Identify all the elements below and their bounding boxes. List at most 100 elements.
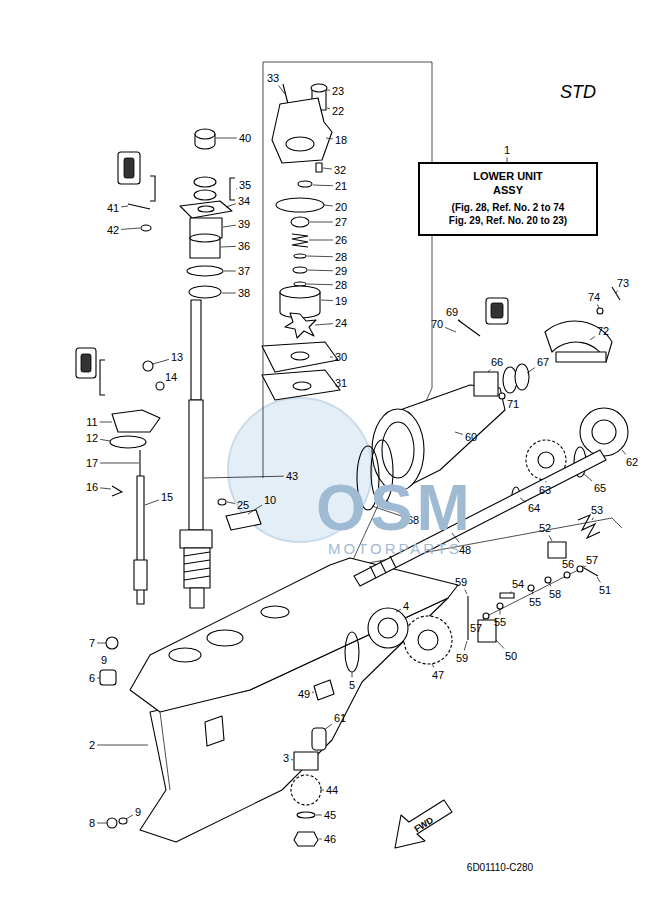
box-heading: LOWER UNIT ASSY [468, 169, 548, 198]
washer [294, 254, 306, 258]
leader-line [279, 86, 285, 95]
ball [545, 577, 551, 583]
leader-line [307, 284, 333, 286]
callout-number: 1 [504, 145, 510, 156]
leader-line [622, 450, 626, 455]
callout-number: 70 [431, 319, 443, 330]
leader-line [321, 300, 333, 302]
leader-line [597, 577, 600, 583]
dog-clutch [548, 542, 566, 558]
clip [112, 486, 122, 496]
grommet [100, 670, 116, 685]
bolt [128, 204, 150, 209]
leader-line [319, 839, 322, 840]
impeller [285, 313, 316, 338]
taper-bearing [368, 608, 408, 648]
grease-icon [76, 348, 96, 378]
callout-number: 28 [335, 252, 347, 263]
grommet [311, 84, 327, 92]
leader-line [582, 566, 584, 567]
drive-shaft [189, 400, 203, 530]
bolt [156, 382, 164, 390]
washer [141, 225, 151, 231]
callout-number: 3 [283, 753, 289, 764]
outer-plate [262, 342, 338, 372]
leader-line [510, 592, 511, 594]
callout-number: 67 [537, 357, 549, 368]
washer [294, 282, 306, 286]
callout-number: 35 [239, 180, 251, 191]
callout-number: 2 [89, 740, 95, 751]
o-ring [298, 181, 312, 187]
needle-bearing [294, 752, 318, 770]
box-note: (Fig. 28, Ref. No. 2 to 74 Fig. 29, Ref.… [446, 201, 571, 228]
grease-nipple [499, 393, 505, 399]
washer [119, 818, 127, 824]
callout-number: 54 [512, 579, 524, 590]
spring [528, 585, 534, 591]
leader-line [327, 108, 330, 110]
shim [187, 266, 223, 276]
drive-shaft-spline [191, 300, 201, 400]
spline [184, 552, 210, 580]
leader-line [310, 222, 333, 223]
callout-number: 8 [89, 818, 95, 829]
callout-number: 39 [238, 219, 250, 230]
callout-number: 58 [549, 589, 561, 600]
assembly-box: LOWER UNIT ASSY (Fig. 28, Ref. No. 2 to 7… [418, 162, 598, 236]
callout-number: 50 [505, 651, 517, 662]
leader-line [326, 138, 333, 140]
leader-line [100, 422, 112, 423]
watermark: MOTORPARTS [328, 541, 462, 556]
leader-line [204, 476, 284, 478]
leader-line [126, 815, 133, 819]
washer [597, 308, 603, 314]
gearcase-deck [130, 558, 458, 712]
bushing [312, 728, 326, 750]
callout-number: 62 [626, 457, 638, 468]
leader-line [432, 664, 434, 668]
leader-line [323, 168, 332, 169]
callout-number: 43 [286, 471, 298, 482]
leader-line [459, 320, 462, 324]
forward-gear [404, 616, 452, 664]
leader-line [313, 185, 333, 187]
pump-bore [286, 137, 314, 151]
leader-line [145, 500, 159, 505]
callout-number: 25 [237, 500, 249, 511]
callout-number: 47 [432, 670, 444, 681]
pad [226, 510, 261, 530]
axis-line [485, 566, 586, 617]
callout-number: 17 [86, 458, 98, 469]
leader-line [222, 293, 236, 294]
leader-line [100, 488, 111, 489]
shim [345, 632, 359, 672]
callout-number: 12 [86, 433, 98, 444]
leader-line [549, 583, 551, 587]
leader-line [445, 327, 456, 332]
leader-line [488, 370, 490, 373]
callout-number: 66 [491, 357, 503, 368]
callout-number: 59 [455, 577, 467, 588]
housing-bore [382, 422, 414, 478]
leader-line [97, 643, 106, 644]
ball-bearing [592, 420, 616, 444]
callout-number: 20 [335, 202, 347, 213]
leader-line [324, 724, 332, 730]
callout-number: 34 [238, 196, 250, 207]
leader-line [504, 398, 506, 400]
bracket [230, 178, 235, 200]
callout-number: 61 [334, 713, 346, 724]
seal [195, 129, 215, 139]
bracket [150, 176, 155, 201]
impeller-cup [280, 286, 320, 298]
spline [370, 556, 396, 578]
seal-bore [198, 206, 214, 212]
callout-number: 4 [403, 601, 409, 612]
pump-housing [272, 98, 332, 163]
spring [578, 515, 600, 538]
leader-line [592, 518, 593, 521]
callout-number: 16 [86, 482, 98, 493]
leader-line [100, 463, 139, 464]
